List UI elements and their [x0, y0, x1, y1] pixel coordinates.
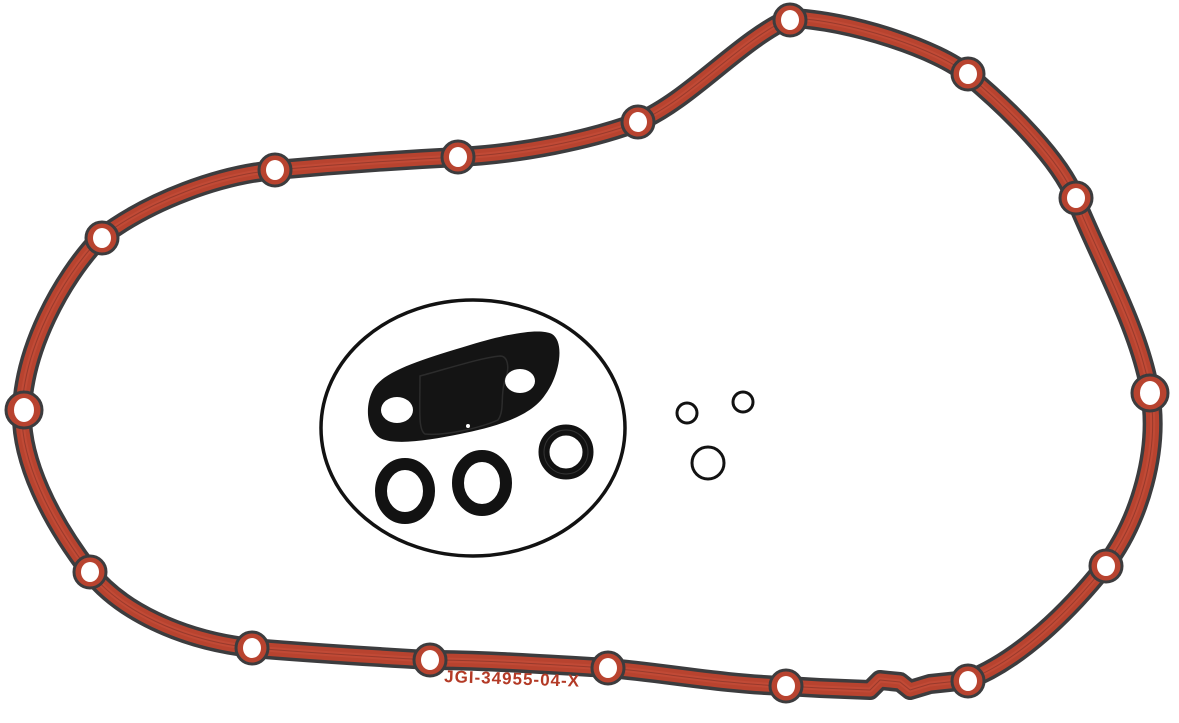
oil-seals — [375, 424, 594, 524]
part-number-label: JGI-34955-04-X — [444, 667, 580, 691]
primary-cover-gasket — [22, 18, 1153, 690]
small-o-rings — [675, 390, 755, 481]
plate-gasket — [367, 331, 560, 442]
large-o-ring — [319, 298, 627, 558]
bolt-holes — [4, 2, 1170, 704]
